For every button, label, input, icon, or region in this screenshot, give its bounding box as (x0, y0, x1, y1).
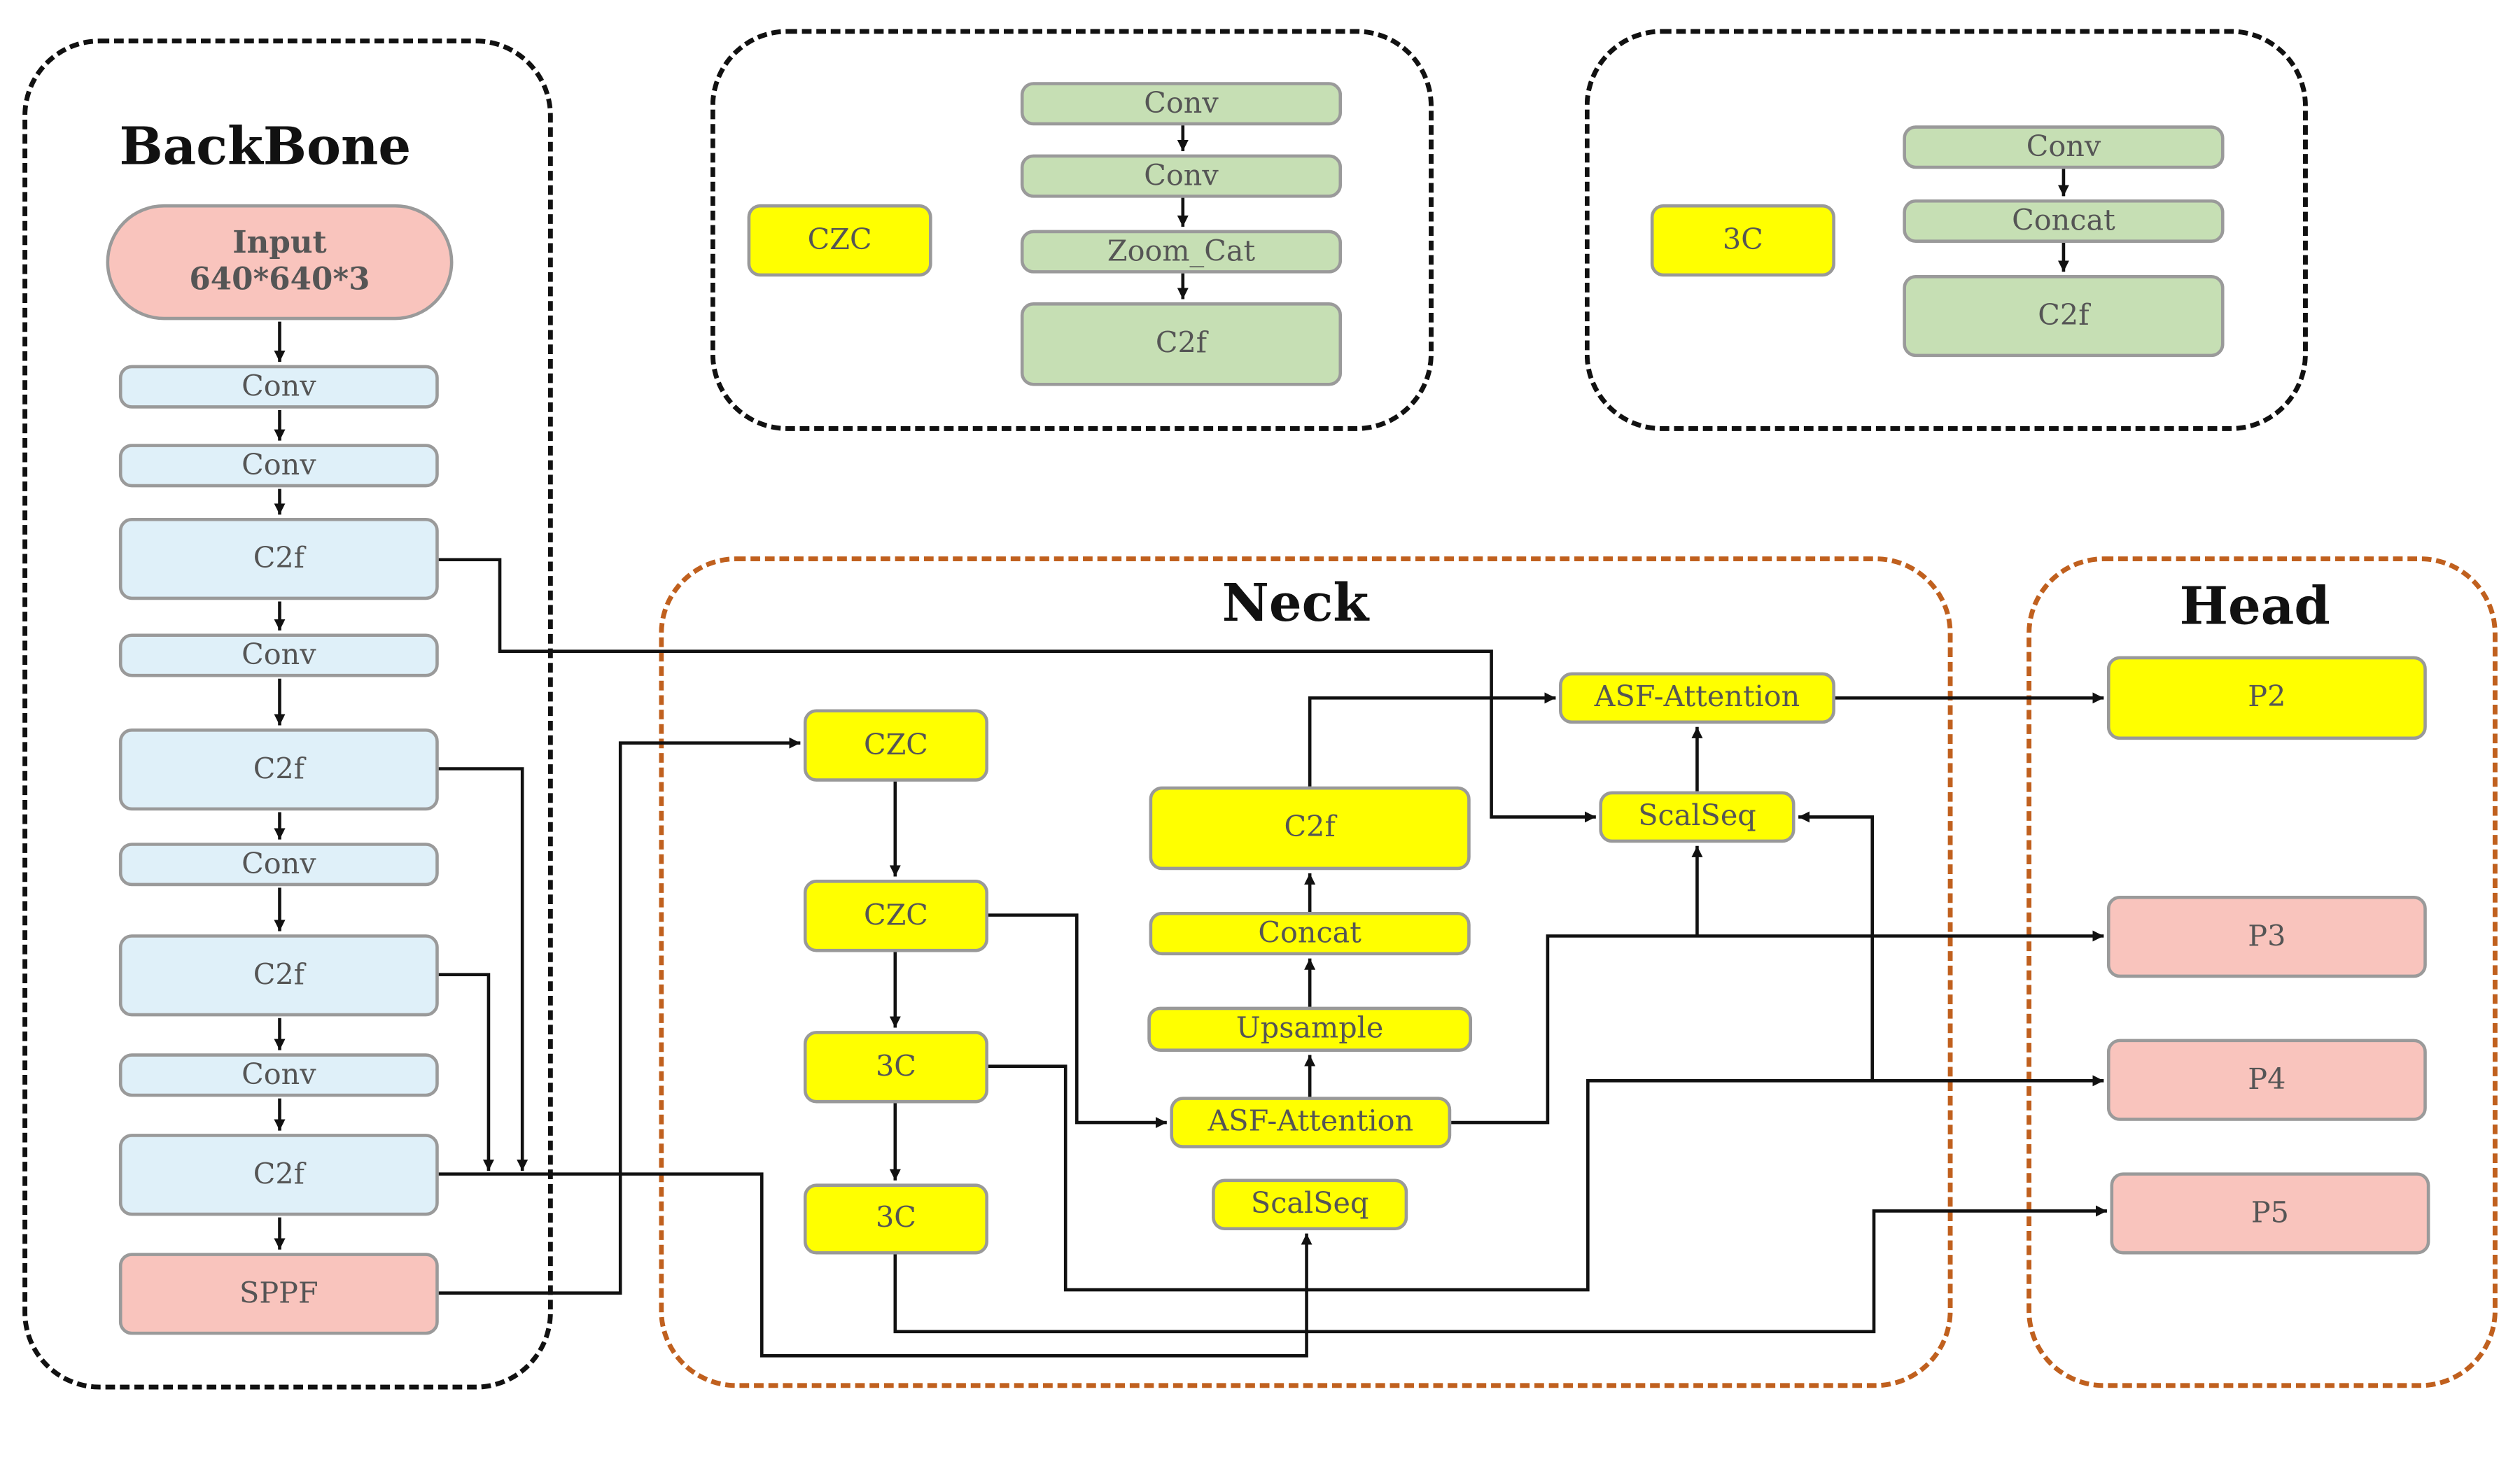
neck-3c-2: 3C (803, 1183, 988, 1255)
backbone-sppf: SPPF (118, 1253, 439, 1335)
backbone-c2f-3: C2f (118, 934, 439, 1017)
backbone-conv-3: Conv (118, 633, 439, 677)
head-p2: P2 (2106, 656, 2427, 740)
czc-step-conv-1: Conv (1020, 82, 1343, 126)
3c-step-concat: Concat (1903, 199, 2225, 244)
neck-asf-attention-2: ASF-Attention (1559, 672, 1835, 724)
wire-3c2-to-p5 (893, 1205, 2107, 1334)
wire-czc2-to-asf1 (988, 913, 1167, 1129)
czc-legend-label: CZC (747, 204, 932, 277)
3c-step-conv: Conv (1903, 125, 2225, 169)
3c-legend-group (1584, 29, 2308, 431)
backbone-c2f-1: C2f (118, 517, 439, 600)
neck-title: Neck (1222, 572, 1369, 634)
neck-scalseq-2: ScalSeq (1599, 791, 1795, 843)
czc-legend-group (710, 29, 1434, 431)
czc-step-conv-2: Conv (1020, 154, 1343, 198)
backbone-conv-2: Conv (118, 444, 439, 488)
czc-step-c2f: C2f (1020, 302, 1343, 386)
neck-czc-1: CZC (803, 709, 988, 782)
wire-c2f-to-asf2 (1308, 692, 1556, 787)
head-title: Head (2179, 575, 2330, 638)
neck-c2f: C2f (1149, 786, 1471, 871)
neck-concat: Concat (1149, 912, 1471, 956)
wire-c2f3-down (438, 973, 494, 1171)
wire-3c1-to-p4 (988, 1064, 2104, 1292)
backbone-group (22, 38, 553, 1390)
backbone-conv-4: Conv (118, 843, 439, 887)
head-p3: P3 (2106, 896, 2427, 978)
neck-scalseq-1: ScalSeq (1212, 1178, 1408, 1231)
neck-group (659, 556, 1953, 1388)
neck-czc-2: CZC (803, 880, 988, 952)
wire-sppf-to-czc1 (438, 737, 801, 1295)
neck-upsample: Upsample (1147, 1006, 1473, 1052)
wire-asf1-to-p3 (1451, 930, 2104, 1125)
backbone-conv-5: Conv (118, 1053, 439, 1097)
input-size: 640*640*3 (189, 262, 370, 298)
backbone-c2f-4: C2f (118, 1134, 439, 1216)
wire-c2f1-to-scalseq2 (438, 558, 1596, 823)
input-label: Input (232, 225, 327, 261)
head-group (2026, 556, 2498, 1388)
wire-p4-branch-to-scalseq2 (1798, 811, 1875, 1081)
backbone-conv-1: Conv (118, 365, 439, 409)
3c-legend-label: 3C (1650, 204, 1835, 277)
czc-step-zoom-cat: Zoom_Cat (1020, 230, 1343, 274)
head-p4: P4 (2106, 1039, 2427, 1121)
head-p5: P5 (2110, 1172, 2430, 1255)
backbone-c2f-2: C2f (118, 729, 439, 811)
input-node: Input 640*640*3 (106, 204, 454, 321)
backbone-title: BackBone (119, 115, 412, 177)
neck-3c-1: 3C (803, 1031, 988, 1104)
wire-c2f4-to-scalseq1 (438, 1172, 1312, 1358)
wire-c2f2-down (438, 767, 528, 1171)
neck-asf-attention-1: ASF-Attention (1170, 1097, 1452, 1148)
3c-step-c2f: C2f (1903, 274, 2225, 358)
